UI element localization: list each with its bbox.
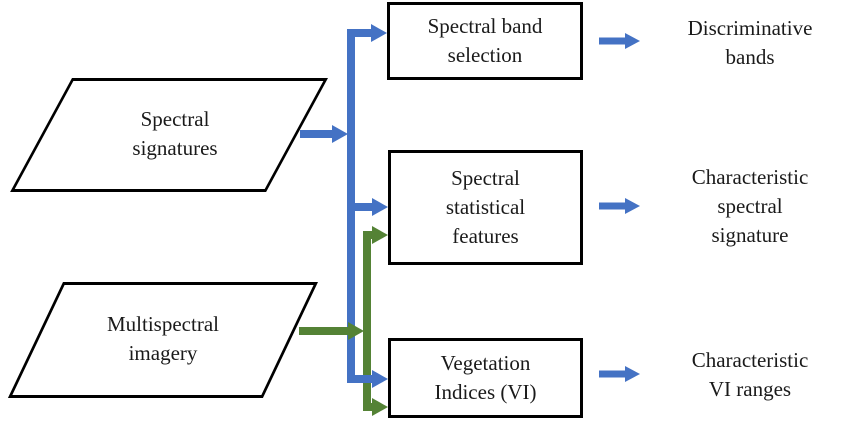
process-label-vegetation-indices: Vegetation Indices (VI) [434,351,537,404]
output-label-characteristic-vi-ranges: Characteristic VI ranges [691,348,809,401]
arrowhead-characteristic-signature-icon [625,198,640,214]
arrowhead-vi-ranges-icon [625,366,640,382]
process-box-spectral-band-selection: Spectral band selection [387,2,583,80]
arrowhead-discriminative-bands-icon [625,33,640,49]
process-label-spectral-statistical-features: Spectral statistical features [445,166,526,248]
process-label-spectral-band-selection: Spectral band selection [427,14,543,67]
arrowhead-spectral-trunk-icon [332,125,348,143]
process-box-spectral-statistical-features: Spectral statistical features [388,150,583,265]
input-label-spectral-signatures: Spectral signatures [132,107,218,160]
arrowhead-statistical-green-icon [372,226,388,244]
input-label-multispectral-imagery: Multispectral imagery [107,312,219,365]
arrowhead-imagery-trunk-icon [348,322,364,340]
arrowhead-vi-green-icon [372,398,388,416]
process-box-vegetation-indices: Vegetation Indices (VI) [388,338,583,418]
output-label-discriminative-bands: Discriminative bands [687,16,813,69]
arrow-spectral-trunk [347,29,375,383]
output-label-characteristic-spectral-signature: Characteristic spectral signature [691,165,809,247]
arrowhead-statistical-blue-icon [372,198,388,216]
arrowhead-band-selection-icon [371,24,387,42]
arrowhead-vi-blue-icon [372,370,388,388]
